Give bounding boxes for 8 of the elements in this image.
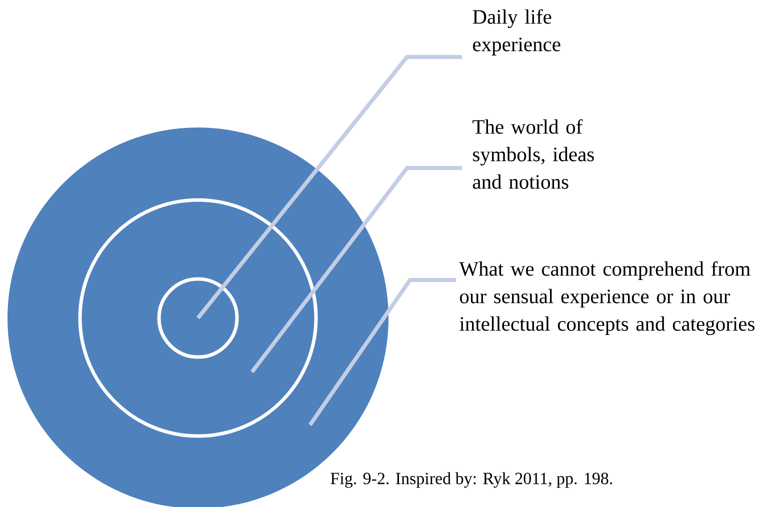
- leader-line: [196, 55, 462, 320]
- label-text: The world of symbols, ideas and notions: [472, 119, 594, 189]
- leader-line: [308, 278, 456, 426]
- label-text: Daily life experience: [472, 9, 560, 56]
- leader-line: [250, 166, 462, 374]
- label-text: What we cannot comprehend from our sensual experience or in our intellectual concepts and categories: [459, 261, 754, 336]
- caption: Fig. 9-2. Inspired by: Ryk 2011, pp. 198.: [330, 472, 612, 488]
- circle: [157, 277, 239, 359]
